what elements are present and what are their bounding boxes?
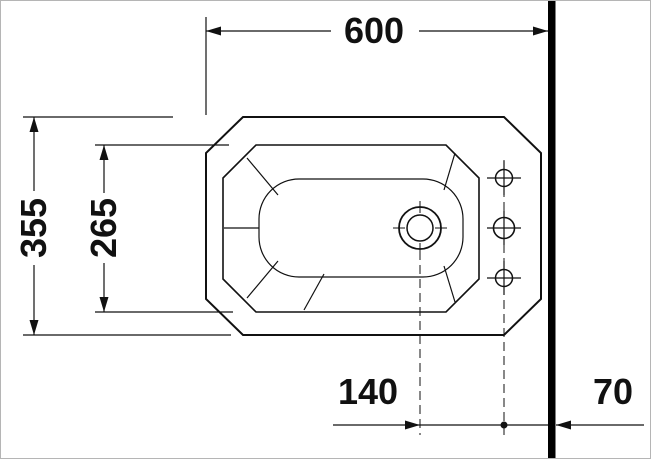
- dimension-overall-width: 600: [205, 10, 548, 115]
- dim-355-label: 355: [13, 198, 54, 258]
- taphole-symbol-middle: [487, 211, 521, 245]
- dimension-overall-depth: 355: [13, 116, 231, 336]
- dimension-basin-depth: 265: [83, 144, 233, 313]
- dim-140-label: 140: [338, 371, 398, 412]
- dim-600-label: 600: [344, 10, 404, 51]
- dim-70-label: 70: [593, 371, 633, 412]
- taphole-symbol-top: [487, 161, 521, 195]
- basin-inner-rim: [222, 144, 480, 313]
- basin-facet-lines: [224, 152, 456, 311]
- dimension-wall-offset: 70: [504, 371, 644, 430]
- dimension-drain-offset: 140: [333, 371, 508, 430]
- wall-line: [548, 1, 556, 458]
- drain-symbol: [393, 201, 447, 255]
- dim-265-label: 265: [83, 198, 124, 258]
- taphole-symbol-bottom: [487, 261, 521, 295]
- fixture-outer-rim: [205, 116, 542, 336]
